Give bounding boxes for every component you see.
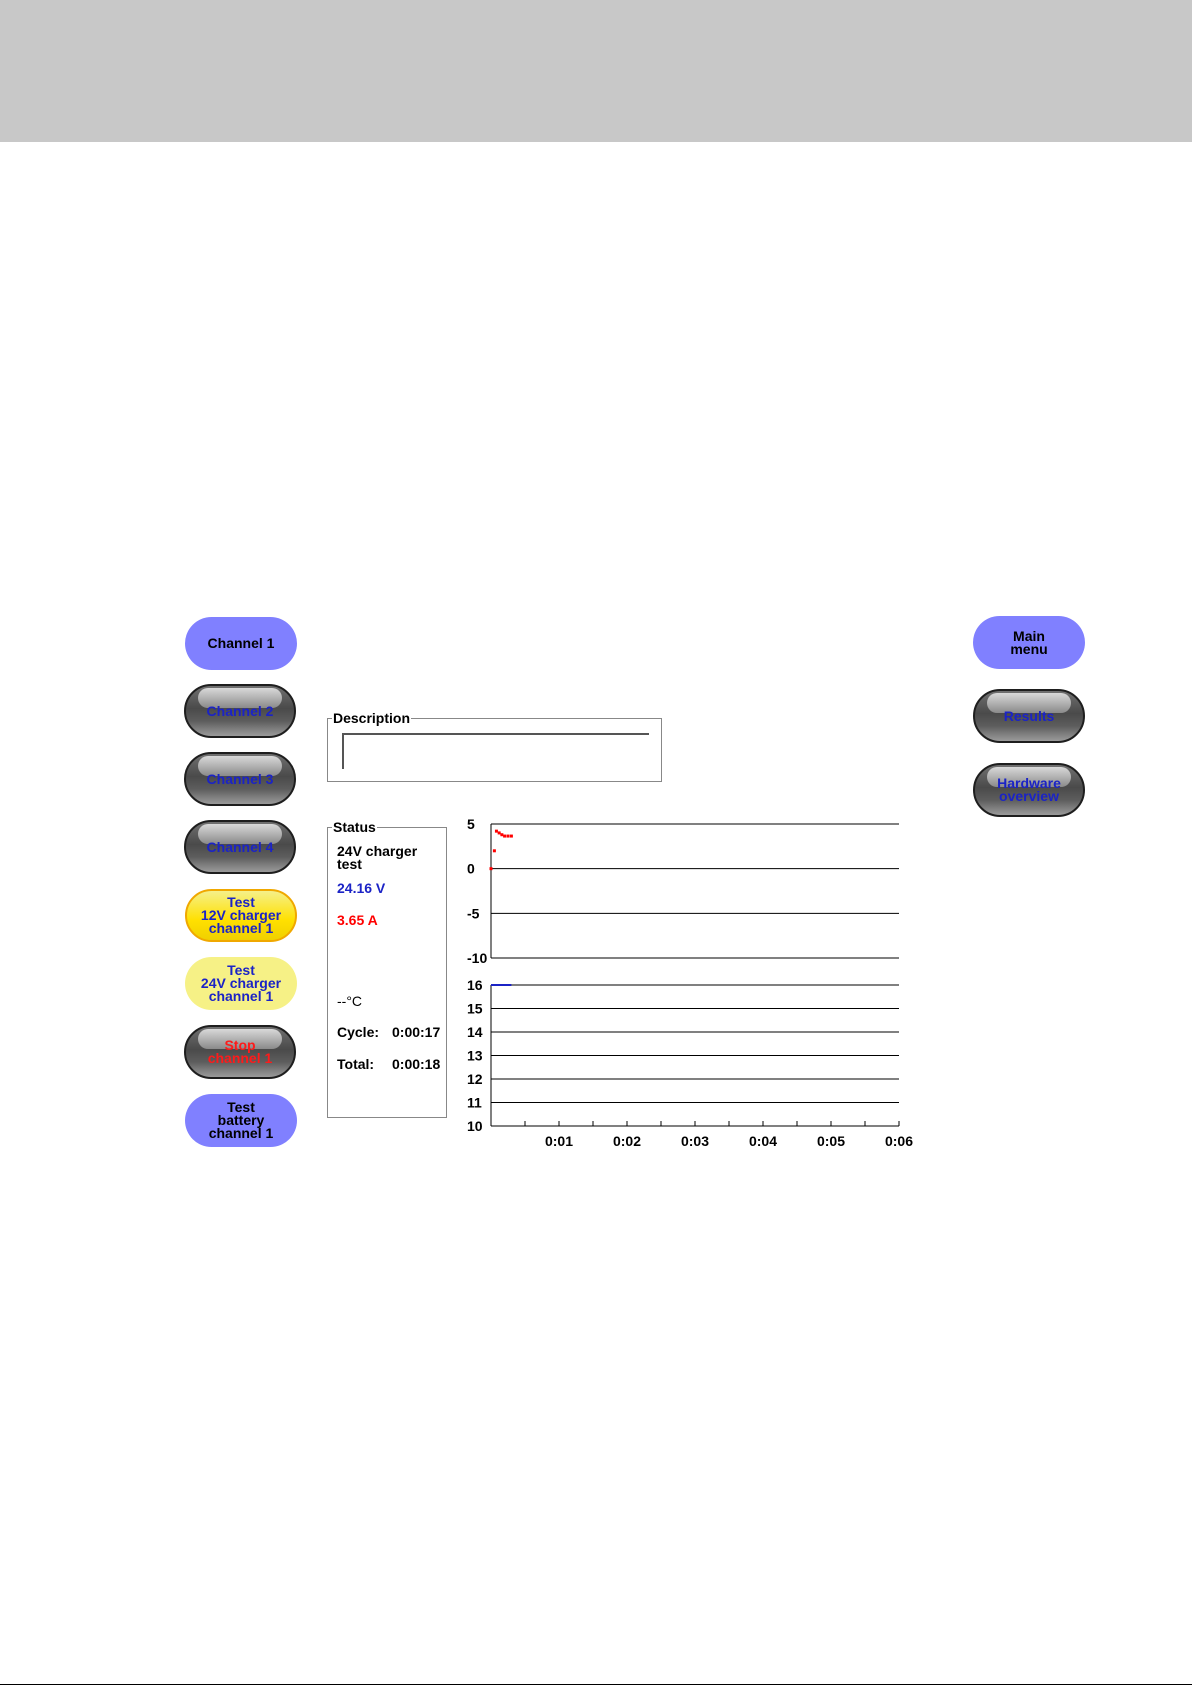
status-group: Status 24V charger test 24.16 V 3.65 A -… <box>327 819 447 1118</box>
test-battery-label: Test battery channel 1 <box>208 1099 274 1141</box>
test-12v-charger-label: Test 12V charger channel 1 <box>200 894 282 936</box>
status-cycle-value: 0:00:17 <box>392 1024 441 1040</box>
voltage-tick-label: 13 <box>467 1048 483 1064</box>
channel-4-button[interactable]: Channel 4 <box>184 820 296 874</box>
test-battery-button[interactable]: Test battery channel 1 <box>185 1094 297 1147</box>
status-total-value: 0:00:18 <box>392 1056 441 1072</box>
channel-3-button[interactable]: Channel 3 <box>184 752 296 806</box>
hardware-overview-button[interactable]: Hardware overview <box>973 763 1085 817</box>
test-12v-charger-button[interactable]: Test 12V charger channel 1 <box>185 889 297 942</box>
status-voltage: 24.16 V <box>337 880 386 896</box>
channel-2-label: Channel 2 <box>206 702 274 719</box>
hardware-overview-label: Hardware overview <box>997 775 1061 804</box>
test-24v-charger-label: Test 24V charger channel 1 <box>200 962 282 1004</box>
current-tick-label: 5 <box>467 816 475 832</box>
main-menu-button[interactable]: Main menu <box>973 616 1085 669</box>
time-tick-label: 0:02 <box>613 1133 641 1149</box>
status-temperature: --°C <box>337 993 363 1009</box>
channel-3-label: Channel 3 <box>206 770 274 787</box>
status-current: 3.65 A <box>337 912 378 928</box>
current-tick-label: -10 <box>467 950 487 966</box>
test-24v-charger-button[interactable]: Test 24V charger channel 1 <box>185 957 297 1010</box>
stop-channel-label: Stop channel 1 <box>207 1037 273 1066</box>
time-tick-label: 0:03 <box>681 1133 709 1149</box>
voltage-tick-label: 10 <box>467 1118 483 1134</box>
current-point <box>500 833 504 837</box>
current-point <box>492 849 496 853</box>
status-test-name: 24V charger test <box>337 843 418 872</box>
current-point <box>497 831 501 835</box>
voltage-chart: 16 15 14 13 12 11 10 <box>467 977 899 1134</box>
voltage-tick-label: 14 <box>467 1024 483 1040</box>
time-tick-label: 0:01 <box>545 1133 573 1149</box>
channel-2-button[interactable]: Channel 2 <box>184 684 296 738</box>
channel-1-label: Channel 1 <box>207 635 275 651</box>
voltage-tick-label: 16 <box>467 977 483 993</box>
description-legend: Description <box>332 710 412 726</box>
results-button[interactable]: Results <box>973 689 1085 743</box>
description-field[interactable] <box>342 733 649 769</box>
voltage-tick-label: 15 <box>467 1001 483 1017</box>
current-chart: 5 0 -5 -10 <box>467 816 899 966</box>
status-cycle-label: Cycle: <box>337 1024 380 1040</box>
time-tick-label: 0:04 <box>749 1133 777 1149</box>
current-point <box>509 834 513 838</box>
main-menu-label: Main menu <box>1010 627 1048 657</box>
voltage-tick-label: 12 <box>467 1071 483 1087</box>
description-group: Description <box>327 710 662 782</box>
status-total-label: Total: <box>337 1056 375 1072</box>
current-point <box>494 829 498 833</box>
channel-4-label: Channel 4 <box>206 838 274 855</box>
time-tick-label: 0:05 <box>817 1133 845 1149</box>
current-point <box>503 834 507 838</box>
current-point <box>506 834 510 838</box>
stop-channel-button[interactable]: Stop channel 1 <box>184 1025 296 1079</box>
results-label: Results <box>1003 707 1055 724</box>
channel-1-button[interactable]: Channel 1 <box>185 617 297 670</box>
time-axis: 0:01 0:02 0:03 0:04 0:05 0:06 <box>491 1121 913 1149</box>
time-tick-label: 0:06 <box>885 1133 913 1149</box>
top-banner <box>0 0 1192 142</box>
current-tick-label: -5 <box>467 905 480 921</box>
voltage-tick-label: 11 <box>467 1095 482 1111</box>
current-point <box>489 867 493 871</box>
current-tick-label: 0 <box>467 861 475 877</box>
status-legend: Status <box>332 819 377 835</box>
